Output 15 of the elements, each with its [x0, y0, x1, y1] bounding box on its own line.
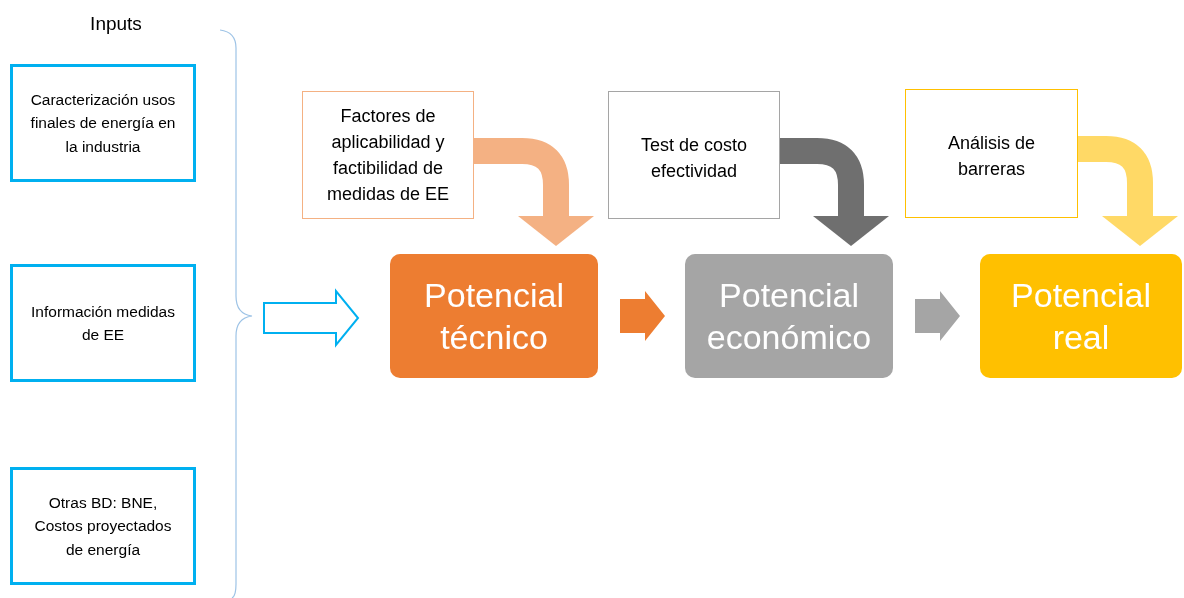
curved-arrow — [780, 138, 889, 246]
stage-box: Potencial real — [980, 254, 1182, 378]
factor-box: Factores de aplicabilidad y factibilidad de medidas de EE — [302, 91, 474, 219]
input-box: Caracterización usos finales de energía en la industria — [10, 64, 196, 182]
hollow-arrow — [263, 288, 360, 348]
stage-box: Potencial económico — [685, 254, 893, 378]
block-arrow — [915, 291, 960, 341]
factor-box: Análisis de barreras — [905, 89, 1078, 218]
input-box: Otras BD: BNE, Costos proyectados de energía — [10, 467, 196, 585]
stage-box: Potencial técnico — [390, 254, 598, 378]
factor-box: Test de costo efectividad — [608, 91, 780, 219]
input-box: Información medidas de EE — [10, 264, 196, 382]
section-heading: Inputs — [89, 12, 143, 36]
block-arrow — [620, 291, 665, 341]
curved-arrow — [1078, 136, 1178, 246]
